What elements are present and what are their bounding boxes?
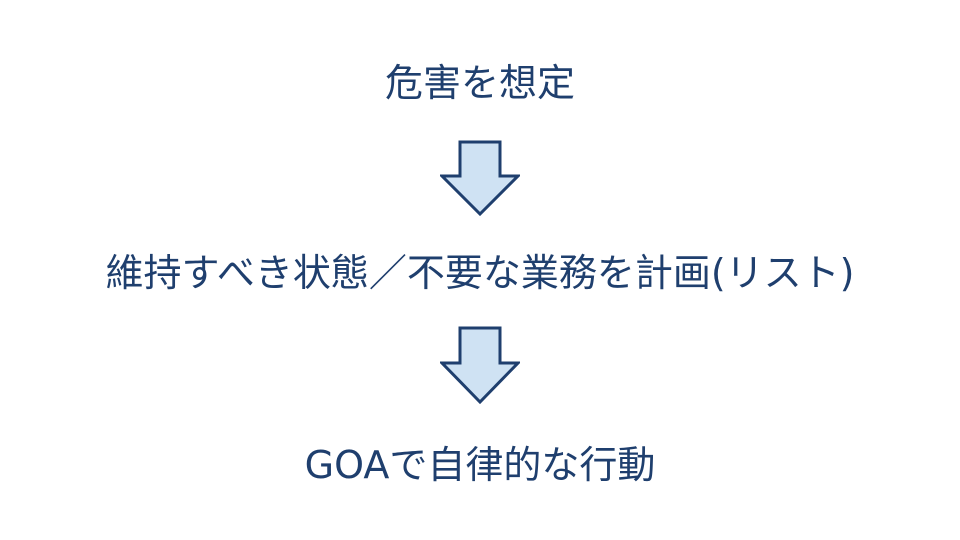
- down-arrow-icon: [440, 326, 520, 404]
- down-arrow-icon: [440, 140, 520, 216]
- step-autonomous-action: GOAで自律的な行動: [304, 443, 656, 487]
- step-plan-list: 維持すべき状態／不要な業務を計画(リスト): [105, 251, 855, 295]
- step-hazard-assumption: 危害を想定: [384, 61, 575, 105]
